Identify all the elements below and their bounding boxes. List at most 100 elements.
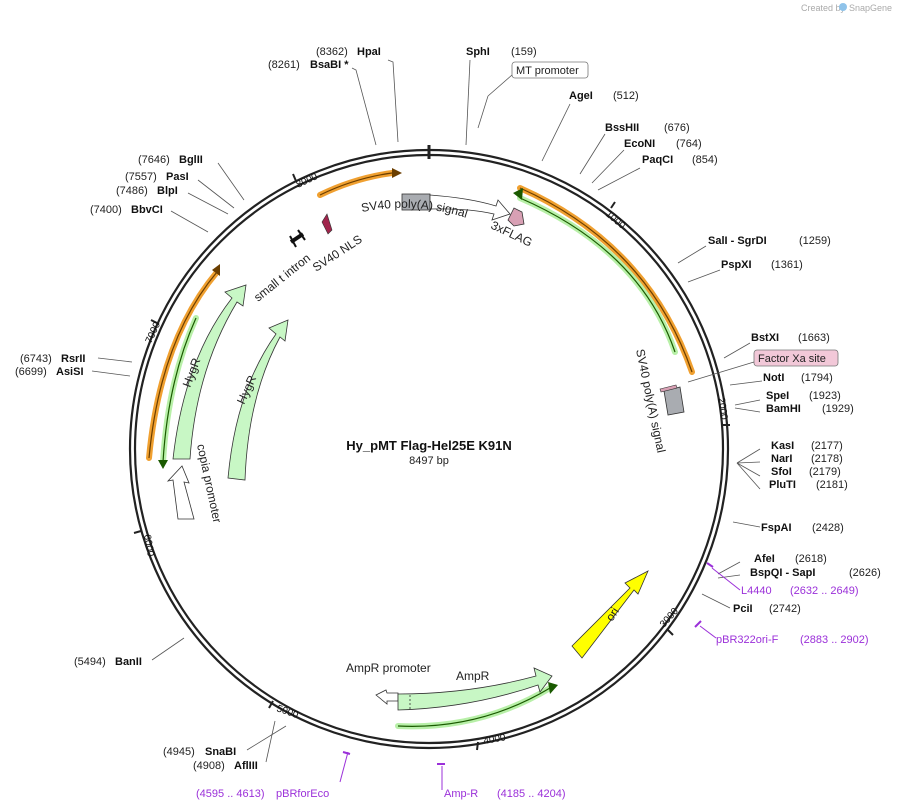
orange-arc-top[interactable]	[317, 170, 395, 198]
flag-tag-shape[interactable]	[507, 207, 525, 227]
site-name-fspai[interactable]: FspAI	[761, 522, 792, 534]
mt-promoter-leader	[487, 74, 513, 97]
site-name-afei[interactable]: AfeI	[754, 553, 775, 565]
mt-promoter-box-label: MT promoter	[516, 65, 579, 77]
site-name-asisi[interactable]: AsiSI	[56, 366, 84, 378]
site-name-pluti[interactable]: PluTI	[769, 479, 796, 491]
site-name-bsabi[interactable]: BsaBI *	[310, 59, 349, 71]
site-pos-pcii: (2742)	[769, 603, 801, 615]
site-pos-bglii: (7646)	[138, 154, 170, 166]
site-name-pspxi[interactable]: PspXI	[721, 259, 752, 271]
copia-promoter-arrow[interactable]	[166, 465, 195, 520]
factor-xa-shape[interactable]	[659, 384, 678, 393]
snapgene-logo-icon	[839, 3, 847, 11]
site-name-bamhi[interactable]: BamHI	[766, 403, 801, 415]
sv40-polya-right-block[interactable]	[663, 386, 685, 416]
green-arc-left-head	[158, 460, 168, 469]
orange-arc-right-line	[519, 187, 693, 373]
site-name-bglii[interactable]: BglII	[179, 154, 203, 166]
site-pos-bamhi: (1929)	[822, 403, 854, 415]
site-pos-agei: (512)	[613, 90, 639, 102]
mt-promoter-box[interactable]	[511, 61, 589, 79]
site-pos-sphi: (159)	[511, 46, 537, 58]
tick-label-7000: 7000	[144, 320, 163, 345]
sv40-nls-label: SV40 NLS	[310, 232, 365, 274]
site-name-kasi[interactable]: KasI	[771, 440, 794, 452]
small-t-intron-shape[interactable]	[289, 229, 306, 248]
primer-name-l4440[interactable]: L4440	[741, 585, 772, 597]
site-name-bspqi[interactable]: BspQI - SapI	[750, 567, 815, 579]
site-name-rsrii[interactable]: RsrII	[61, 353, 85, 365]
site-pos-asisi: (6699)	[15, 366, 47, 378]
site-pos-rsrii: (6743)	[20, 353, 52, 365]
primer-name-pbr322ori[interactable]: pBR322ori-F	[716, 634, 779, 646]
orange-arc-top-head	[392, 168, 402, 178]
site-name-sfoi[interactable]: SfoI	[771, 466, 792, 478]
plasmid-name: Hy_pMT Flag-Hel25E K91N	[346, 438, 511, 453]
factor-xa-leader	[687, 361, 755, 383]
tick-label-6000: 6000	[141, 534, 156, 558]
site-pos-paqci: (854)	[692, 154, 718, 166]
copia-promoter-label: copia promoter	[194, 443, 224, 524]
site-pos-bspqi: (2626)	[849, 567, 881, 579]
site-name-sphi[interactable]: SphI	[466, 46, 490, 58]
green-arc-bottom-line	[397, 687, 551, 727]
site-name-snabi[interactable]: SnaBI	[205, 746, 236, 758]
hygr-arrow-outer[interactable]	[172, 284, 247, 460]
orange-arc-left-head	[212, 264, 220, 276]
site-name-bbvci[interactable]: BbvCI	[131, 204, 163, 216]
site-name-spei[interactable]: SpeI	[766, 390, 789, 402]
site-pos-bstxi: (1663)	[798, 332, 830, 344]
snapgene-brand: SnapGene	[849, 3, 892, 13]
site-name-sali[interactable]: SalI - SgrDI	[708, 235, 767, 247]
primer-name-ampr[interactable]: Amp-R	[444, 788, 478, 800]
green-arc-right[interactable]	[517, 195, 678, 355]
ampr-promoter-arrow[interactable]	[375, 689, 399, 705]
site-pos-bbvci: (7400)	[90, 204, 122, 216]
primer-range-pbr322ori: (2883 .. 2902)	[800, 634, 869, 646]
green-arc-right-head	[513, 188, 523, 200]
site-name-noti[interactable]: NotI	[763, 372, 784, 384]
primer-range-ampr: (4185 .. 4204)	[497, 788, 566, 800]
site-pos-afliii: (4908)	[193, 760, 225, 772]
primer-range-l4440: (2632 .. 2649)	[790, 585, 859, 597]
mt-promoter-leader-2	[477, 95, 489, 129]
site-pos-sfoi: (2179)	[809, 466, 841, 478]
site-name-bsshii[interactable]: BssHII	[605, 122, 639, 134]
site-name-bstxi[interactable]: BstXI	[751, 332, 779, 344]
site-name-banii[interactable]: BanII	[115, 656, 142, 668]
tick-label-4000: 4000	[483, 732, 507, 747]
site-name-paqci[interactable]: PaqCI	[642, 154, 673, 166]
site-name-hpai[interactable]: HpaI	[357, 46, 381, 58]
site-pos-pluti: (2181)	[816, 479, 848, 491]
site-pos-blpi: (7486)	[116, 185, 148, 197]
site-pos-pspxi: (1361)	[771, 259, 803, 271]
site-pos-snabi: (4945)	[163, 746, 195, 758]
plasmid-length: 8497 bp	[409, 455, 449, 467]
primer-marks	[342, 562, 714, 765]
site-pos-kasi: (2177)	[811, 440, 843, 452]
ori-arrow[interactable]	[571, 570, 649, 659]
site-pos-fspai: (2428)	[812, 522, 844, 534]
mt-promoter-arrow[interactable]	[429, 194, 511, 221]
site-pos-noti: (1794)	[801, 372, 833, 384]
ampr-arrow[interactable]	[397, 667, 553, 711]
site-name-blpi[interactable]: BlpI	[157, 185, 178, 197]
site-pos-bsabi: (8261)	[268, 59, 300, 71]
site-name-econi[interactable]: EcoNI	[624, 138, 655, 150]
ruler-ticks	[133, 173, 730, 751]
primer-name-pbrforeco[interactable]: pBRforEco	[276, 788, 329, 800]
site-pos-sali: (1259)	[799, 235, 831, 247]
hygr-arrow-inner[interactable]	[227, 319, 289, 481]
site-name-nari[interactable]: NarI	[771, 453, 792, 465]
sv40-nls-shape[interactable]	[321, 213, 333, 235]
ampr-label: AmpR	[456, 669, 490, 683]
site-name-pcii[interactable]: PciI	[733, 603, 753, 615]
ampr-promoter-label: AmpR promoter	[346, 661, 431, 675]
factor-xa-box[interactable]	[753, 349, 839, 367]
site-name-agei[interactable]: AgeI	[569, 90, 593, 102]
site-name-afliii[interactable]: AflIII	[234, 760, 258, 772]
site-name-pasi[interactable]: PasI	[166, 171, 189, 183]
